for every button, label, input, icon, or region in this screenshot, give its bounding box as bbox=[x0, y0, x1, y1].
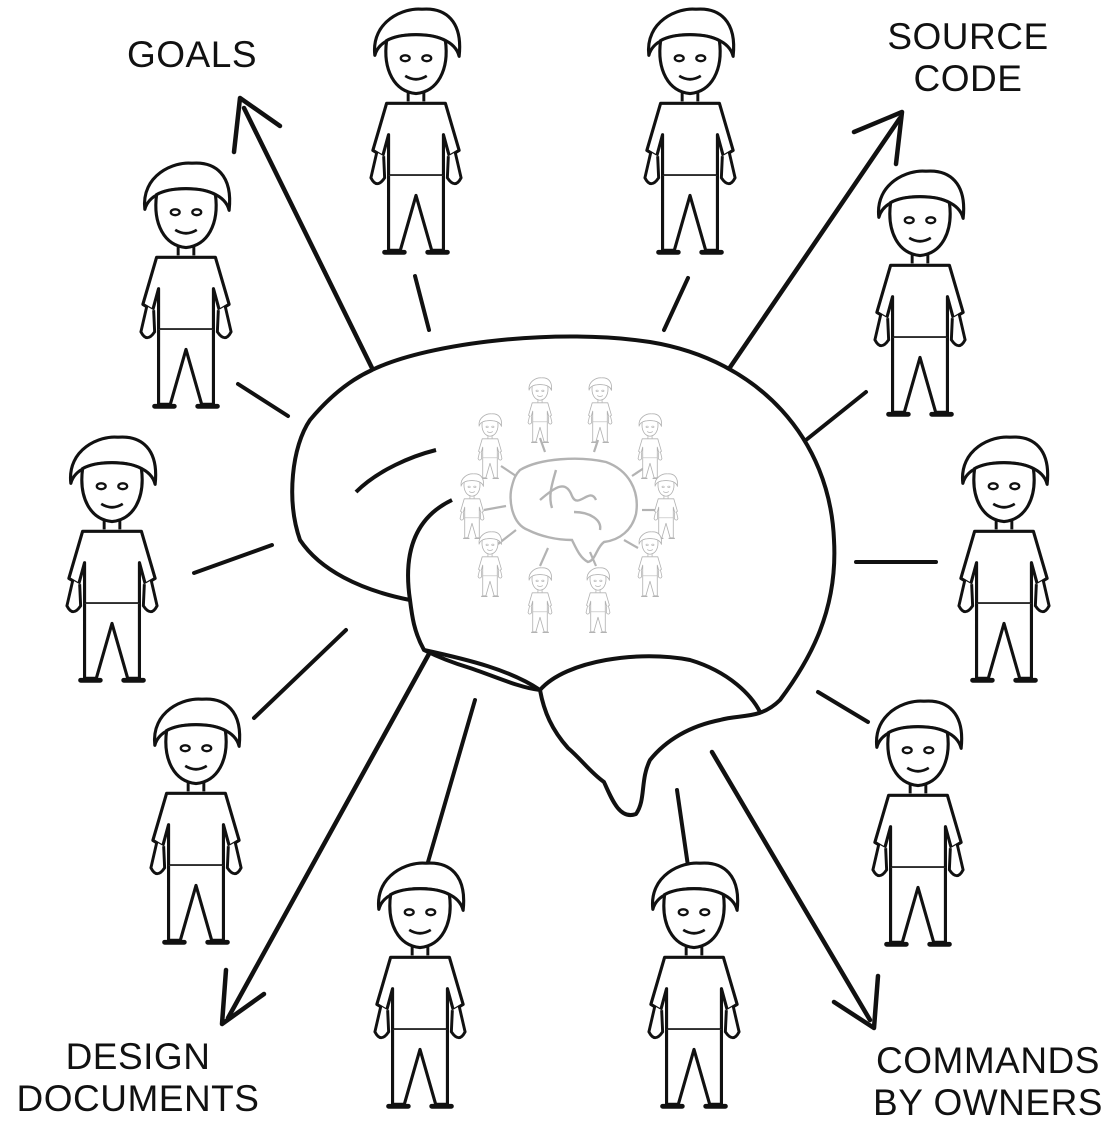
person-icon bbox=[141, 163, 231, 406]
brain-icon bbox=[290, 334, 837, 818]
person-icon bbox=[645, 9, 735, 252]
commands-by-owners-label-line: BY OWNERS bbox=[873, 1082, 1103, 1123]
design-documents-label: DESIGN DOCUMENTS bbox=[0, 1036, 276, 1120]
person-icon bbox=[959, 437, 1049, 680]
source-code-label-line: CODE bbox=[913, 58, 1023, 99]
inner-network-diagram bbox=[459, 377, 679, 634]
arrow-to-goals bbox=[231, 95, 375, 371]
person-icon bbox=[67, 437, 157, 680]
person-icon bbox=[375, 863, 465, 1106]
source-code-label: SOURCE CODE bbox=[868, 16, 1068, 100]
person-icon bbox=[371, 9, 461, 252]
goals-label-line: GOALS bbox=[127, 34, 257, 75]
source-code-label-line: SOURCE bbox=[887, 16, 1049, 57]
design-documents-label-line: DESIGN bbox=[65, 1036, 211, 1077]
arrow-to-commands-by-owners bbox=[709, 749, 881, 1031]
commands-by-owners-label: COMMANDS BY OWNERS bbox=[864, 1040, 1112, 1124]
person-icon bbox=[875, 171, 965, 414]
arrow-to-design-documents bbox=[219, 649, 433, 1027]
inner-brain-icon bbox=[509, 457, 638, 564]
commands-by-owners-label-line: COMMANDS bbox=[876, 1040, 1100, 1081]
person-icon bbox=[873, 701, 963, 944]
design-documents-label-line: DOCUMENTS bbox=[16, 1078, 260, 1119]
goals-label: GOALS bbox=[112, 34, 272, 76]
arrow-to-source-code bbox=[717, 109, 905, 385]
person-icon bbox=[151, 699, 241, 942]
person-icon bbox=[649, 863, 739, 1106]
